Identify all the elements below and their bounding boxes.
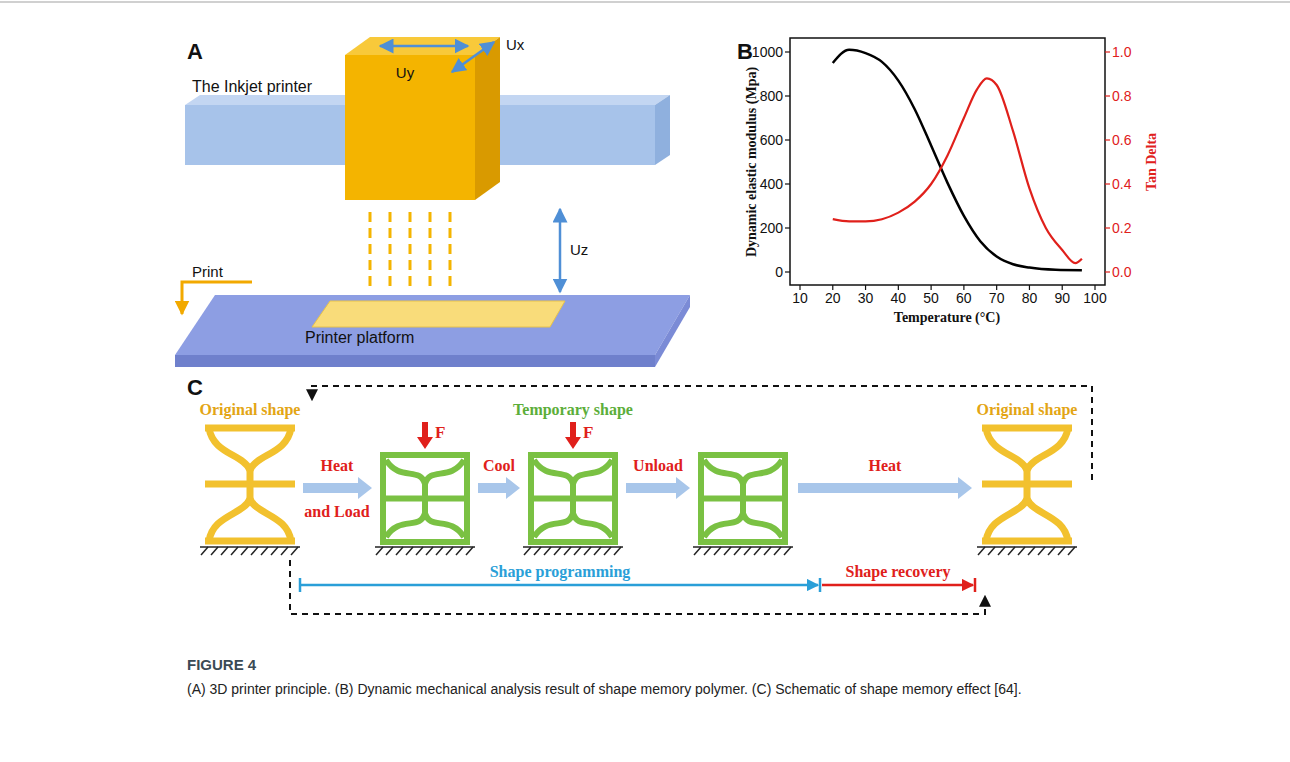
support-block	[475, 105, 655, 165]
shape-label: Temporary shape	[513, 401, 633, 419]
tick-marks	[785, 52, 1110, 290]
programming-span	[299, 578, 302, 592]
phase-label: Shape recovery	[845, 563, 950, 581]
tick-label: 50	[923, 290, 939, 306]
motion-arrow	[559, 209, 562, 292]
tick-label: 0.4	[1112, 176, 1131, 192]
print-head	[345, 55, 475, 200]
deformed-shape	[531, 455, 615, 542]
tick-label: 20	[825, 290, 841, 306]
tick-label: 800	[760, 88, 783, 104]
tick-label: 0.6	[1112, 132, 1131, 148]
direction-label: Print	[192, 263, 223, 280]
deformed-shape	[701, 455, 785, 542]
tick-label: 0.8	[1112, 88, 1131, 104]
tick-label: 100	[1083, 290, 1106, 306]
dma-chart	[785, 38, 1110, 290]
figure-caption: (A) 3D printer principle. (B) Dynamic me…	[187, 681, 1022, 697]
step-label: Unload	[633, 457, 683, 475]
step-label: Heat	[321, 457, 354, 475]
original-shape	[205, 428, 295, 541]
force-label: F	[435, 423, 445, 443]
panel-letter: A	[187, 39, 203, 65]
ink-droplets	[370, 212, 450, 290]
printed-part	[312, 301, 565, 327]
shape-memory-schematic	[200, 386, 1092, 614]
step-label: Heat	[869, 457, 902, 475]
printer-platform: Printer platform	[175, 293, 690, 367]
original-shape	[982, 428, 1072, 541]
print-head	[475, 37, 500, 200]
recovery-span	[974, 578, 977, 592]
plot-frame	[790, 38, 1105, 285]
panel-letter: B	[737, 39, 753, 65]
printer-illustration	[175, 37, 690, 367]
top-rule	[0, 1, 1290, 3]
printer-assembly: The Inkjet printer	[185, 36, 680, 206]
platform	[175, 295, 690, 355]
shape-label: Original shape	[977, 401, 1078, 419]
tick-label: 70	[989, 290, 1005, 306]
force-label: F	[583, 423, 593, 443]
tick-label: 600	[760, 132, 783, 148]
process-arrows	[303, 422, 972, 499]
figure-number: FIGURE 4	[187, 656, 256, 673]
step-label: Cool	[483, 457, 515, 475]
ground-hatch	[200, 547, 1077, 555]
step-label: and Load	[304, 503, 369, 521]
support-block	[475, 95, 670, 105]
tick-label: 1000	[752, 44, 783, 60]
support-block	[185, 105, 345, 165]
motion-arrow	[452, 42, 494, 72]
deformed-shape	[383, 455, 467, 542]
tick-label: 10	[792, 290, 808, 306]
node-label: Printer platform	[305, 329, 414, 347]
tick-label: 0	[775, 264, 783, 280]
tick-label: 0.2	[1112, 220, 1131, 236]
recovery-span	[822, 584, 973, 587]
tick-label: 1.0	[1112, 44, 1131, 60]
axis-symbol: Uy	[396, 64, 414, 81]
tick-label: 30	[858, 290, 874, 306]
cycle-loop	[290, 560, 985, 614]
tick-label: 80	[1022, 290, 1038, 306]
axis-title: Tan Delta	[1144, 133, 1160, 191]
tick-label: 400	[760, 176, 783, 192]
print-head	[345, 37, 500, 55]
support-block	[655, 95, 670, 165]
axis-title: Temperature (°C)	[894, 310, 1000, 326]
tick-label: 200	[760, 220, 783, 236]
support-block	[185, 95, 360, 105]
phase-label: Shape programming	[490, 563, 631, 581]
node-label: The Inkjet printer	[192, 78, 312, 96]
shape-label: Original shape	[200, 401, 301, 419]
tick-label: 40	[891, 290, 907, 306]
platform	[175, 355, 655, 367]
axis-symbol: Ux	[506, 36, 524, 53]
tick-label: 60	[956, 290, 972, 306]
print-arrow	[182, 282, 252, 314]
programming-span	[300, 584, 818, 587]
panel-letter: C	[187, 375, 203, 401]
tick-label: 90	[1054, 290, 1070, 306]
modulus-curve	[833, 50, 1082, 270]
axis-symbol: Uz	[570, 241, 588, 258]
tan-delta-curve	[833, 78, 1082, 263]
tick-label: 0.0	[1112, 264, 1131, 280]
motion-arrow	[380, 45, 468, 48]
platform	[655, 295, 690, 367]
axis-title: Dynamic elastic modulus (Mpa)	[744, 67, 760, 257]
programming-span	[819, 578, 822, 592]
